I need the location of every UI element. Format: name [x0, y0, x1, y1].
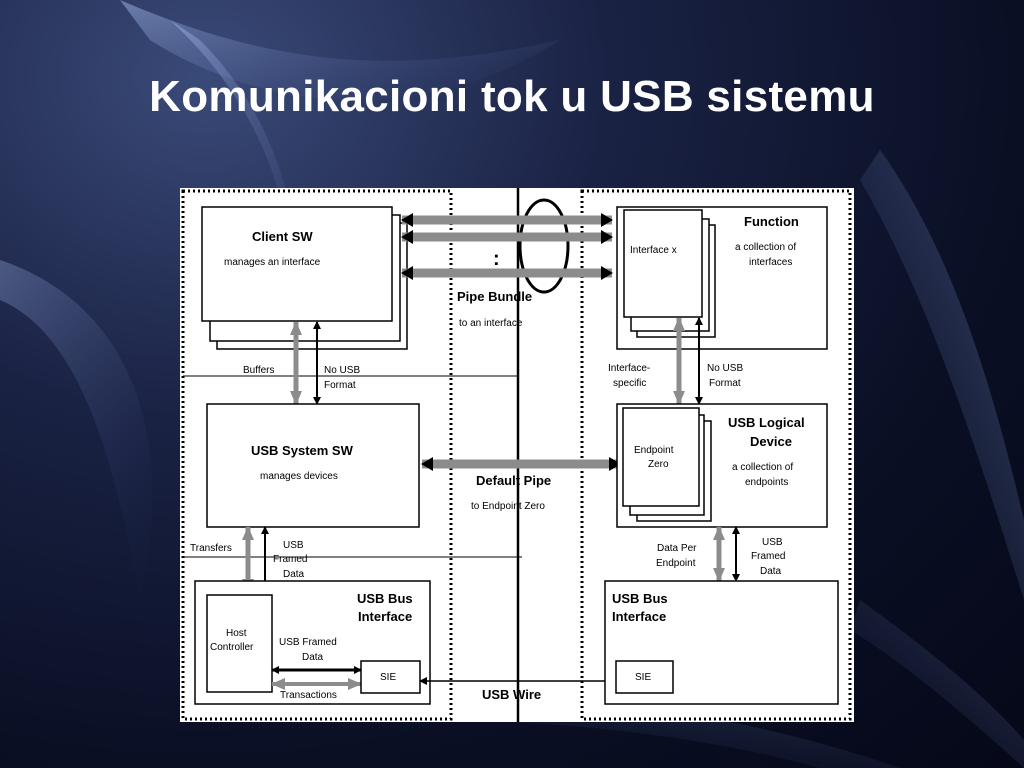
data-per-endpoint-2: Endpoint: [656, 558, 696, 569]
endpoint-zero-1: Endpoint: [634, 445, 674, 456]
host-bus-interface-label-2: Interface: [358, 609, 412, 624]
interface-x-box: [623, 209, 703, 318]
slide-title: Komunikacioni tok u USB sistemu: [149, 72, 875, 121]
host-region: [181, 189, 453, 721]
usb-framed-data-host-2: Framed: [273, 554, 307, 565]
interface-specific-1: Interface-: [608, 363, 650, 374]
endpoint-zero-2: Zero: [648, 459, 669, 470]
usb-framed-data-host-1: USB: [283, 540, 304, 551]
system-sw-subtitle: manages devices: [260, 471, 338, 482]
device-sie-label: SIE: [635, 672, 651, 683]
no-usb-format-label-host-1: No USB: [324, 365, 360, 376]
host-bus-interface-label-1: USB Bus: [357, 591, 413, 606]
usb-framed-data-device-2: Framed: [751, 551, 785, 562]
usb-wire-label: USB Wire: [482, 687, 541, 702]
client-sw-title: Client SW: [252, 229, 313, 244]
pipe-bundle-label: Pipe Bundle: [457, 289, 532, 304]
buffers-label: Buffers: [243, 365, 275, 376]
data-per-endpoint-1: Data Per: [657, 543, 697, 554]
default-pipe-sublabel: to Endpoint Zero: [471, 501, 545, 512]
host-framed-data-label-2: Data: [302, 652, 324, 663]
pipe-bundle-ellipse: [518, 198, 570, 294]
device-bus-interface-label-1: USB Bus: [612, 591, 668, 606]
function-title: Function: [744, 214, 799, 229]
logical-sub-2: endpoints: [745, 477, 788, 488]
default-pipe-label: Default Pipe: [476, 473, 551, 488]
pipe-bundle-sublabel: to an interface: [459, 318, 523, 329]
device-region: [580, 189, 852, 721]
host-framed-data-label-1: USB Framed: [279, 637, 337, 648]
logical-device-title-2: Device: [750, 434, 792, 449]
usb-framed-data-host-3: Data: [283, 569, 305, 580]
diagram-svg: Client SW manages an interface : Pipe Bu…: [181, 188, 852, 722]
function-sub-2: interfaces: [749, 257, 792, 268]
device-sie-box: [615, 660, 674, 694]
no-usb-format-label-host-2: Format: [324, 380, 356, 391]
logical-device-title-1: USB Logical: [728, 415, 805, 430]
function-sub-1: a collection of: [735, 242, 796, 253]
client-sw-subtitle: manages an interface: [224, 257, 321, 268]
interface-x-label: Interface x: [630, 245, 677, 256]
host-controller-label-2: Controller: [210, 642, 254, 653]
no-usb-format-device-1: No USB: [707, 363, 743, 374]
host-sie-box: [360, 660, 421, 694]
endpoint-zero-box: [622, 407, 700, 507]
transfers-label: Transfers: [190, 543, 232, 554]
transactions-label: Transactions: [280, 690, 337, 701]
pipe-dots: :: [493, 248, 500, 270]
usb-system-sw-box: [206, 403, 420, 528]
client-sw-box: [201, 206, 393, 322]
device-bus-interface-label-2: Interface: [612, 609, 666, 624]
logical-sub-1: a collection of: [732, 462, 793, 473]
host-controller-box: [206, 594, 273, 693]
usb-framed-data-device-1: USB: [762, 537, 783, 548]
usb-flow-diagram: Client SW manages an interface : Pipe Bu…: [180, 188, 854, 722]
no-usb-format-device-2: Format: [709, 378, 741, 389]
interface-specific-2: specific: [613, 378, 646, 389]
system-sw-title: USB System SW: [251, 443, 354, 458]
usb-framed-data-device-3: Data: [760, 566, 782, 577]
host-controller-label-1: Host: [226, 628, 247, 639]
host-sie-label: SIE: [380, 672, 396, 683]
